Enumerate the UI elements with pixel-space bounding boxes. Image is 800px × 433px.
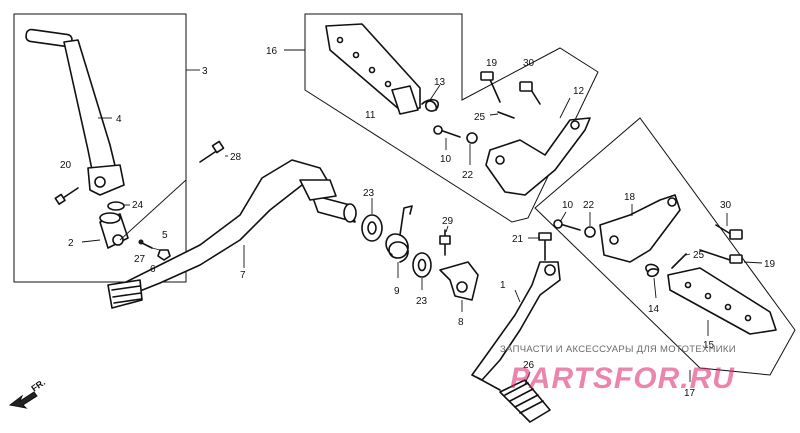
spring-13	[421, 98, 439, 112]
bush-23-lower	[412, 252, 432, 278]
callout-27: 27	[134, 254, 146, 265]
bracket-8	[439, 261, 479, 301]
bolt-21	[538, 232, 552, 261]
shift-rubber-26	[499, 379, 551, 423]
callout-30-lower: 30	[720, 200, 732, 211]
washer-22-lower	[584, 226, 596, 238]
callout-17: 17	[684, 388, 696, 399]
leader-lines	[81, 49, 763, 385]
callout-22-lower: 22	[583, 200, 595, 211]
kick-lever	[25, 28, 125, 196]
nut-5	[157, 249, 171, 261]
callout-8: 8	[458, 317, 464, 328]
callout-9: 9	[394, 286, 400, 297]
callout-14: 14	[648, 304, 660, 315]
bolt-10-lower	[553, 219, 581, 231]
callout-6: 6	[150, 264, 156, 275]
bolt-19-upper	[480, 71, 501, 103]
callout-15: 15	[703, 340, 715, 351]
watermark-caption: ЗАПЧАСТИ И АКСЕССУАРЫ ДЛЯ МОТОТЕХНИКИ	[500, 344, 736, 355]
bolt-30-lower	[715, 224, 743, 240]
callout-26: 26	[523, 360, 535, 371]
callout-30-upper: 30	[523, 58, 535, 69]
group-box-kick-lever	[13, 13, 187, 283]
step-bracket-18	[599, 194, 681, 263]
callouts: 1 2 3 4 5 6 7 8 9 10 10 11 12 13 14 15 1…	[60, 46, 776, 399]
callout-20: 20	[60, 160, 72, 171]
right-step-11	[325, 23, 421, 115]
shift-lever-1	[471, 261, 561, 391]
group-box-left-step	[534, 117, 796, 376]
bolt-28	[199, 140, 225, 163]
front-direction-indicator: FR.	[8, 377, 47, 409]
callout-12: 12	[573, 86, 585, 97]
bolt-10-upper	[433, 125, 461, 138]
callout-2: 2	[68, 238, 74, 249]
callout-29: 29	[442, 216, 454, 227]
callout-23-upper: 23	[363, 188, 375, 199]
callout-11: 11	[365, 110, 376, 121]
washer-22-upper	[466, 132, 478, 144]
bolt-27	[138, 239, 153, 249]
callout-19-lower: 19	[764, 259, 776, 270]
callout-10-upper: 10	[440, 154, 452, 165]
pin-25-upper	[497, 111, 515, 119]
callout-21: 21	[512, 234, 524, 245]
callout-28: 28	[230, 152, 242, 163]
bush-23-upper	[361, 214, 383, 242]
callout-10-lower: 10	[562, 200, 574, 211]
left-step-15	[667, 267, 777, 335]
bolt-30-upper	[519, 81, 541, 105]
spring-14	[645, 263, 660, 278]
callout-25-lower: 25	[693, 250, 705, 261]
callout-16: 16	[266, 46, 278, 57]
watermark-logo: PARTSFOR.RU	[510, 362, 735, 395]
pin-25-lower	[671, 253, 687, 269]
callout-5: 5	[162, 230, 168, 241]
return-spring-9	[385, 205, 413, 263]
brake-pedal-7	[107, 159, 357, 309]
step-bracket-12	[485, 117, 591, 196]
callout-24: 24	[132, 200, 144, 211]
bolt-19-lower	[699, 249, 743, 264]
watermark: ЗАПЧАСТИ И АКСЕССУАРЫ ДЛЯ МОТОТЕХНИКИ PA…	[500, 344, 736, 395]
group-box-right-step	[304, 13, 599, 223]
bolt-20	[54, 187, 79, 205]
callout-25-upper: 25	[474, 112, 486, 123]
kick-shaft-2	[99, 212, 129, 249]
callout-19-upper: 19	[486, 58, 498, 69]
callout-4: 4	[116, 114, 122, 125]
callout-23-lower: 23	[416, 296, 428, 307]
callout-3: 3	[202, 66, 208, 77]
callout-18: 18	[624, 192, 636, 203]
bolt-29	[439, 229, 451, 256]
callout-1: 1	[500, 280, 506, 291]
callout-13: 13	[434, 77, 446, 88]
callout-7: 7	[240, 270, 246, 281]
direction-label: FR.	[29, 377, 47, 394]
washer-24	[107, 201, 125, 211]
callout-22-upper: 22	[462, 170, 474, 181]
